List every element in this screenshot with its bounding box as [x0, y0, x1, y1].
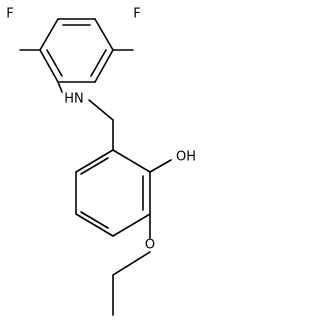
difluorophenyl-ring [39, 18, 114, 83]
bond-o-ch2 [112, 251, 151, 276]
atom-label-f-left: F [6, 7, 13, 22]
atom-label-oh: OH [176, 150, 196, 165]
atom-label-o-ether: O [145, 238, 155, 253]
bond-ring-n [57, 81, 63, 93]
atom-label-nh: HN [64, 92, 84, 107]
bond-c-oh [149, 159, 172, 173]
molecule-structure: F F HN OH O [6, 7, 196, 316]
bond-n-ch2 [88, 99, 114, 121]
atom-label-f-right: F [133, 7, 140, 22]
phenol-ring [75, 149, 151, 237]
